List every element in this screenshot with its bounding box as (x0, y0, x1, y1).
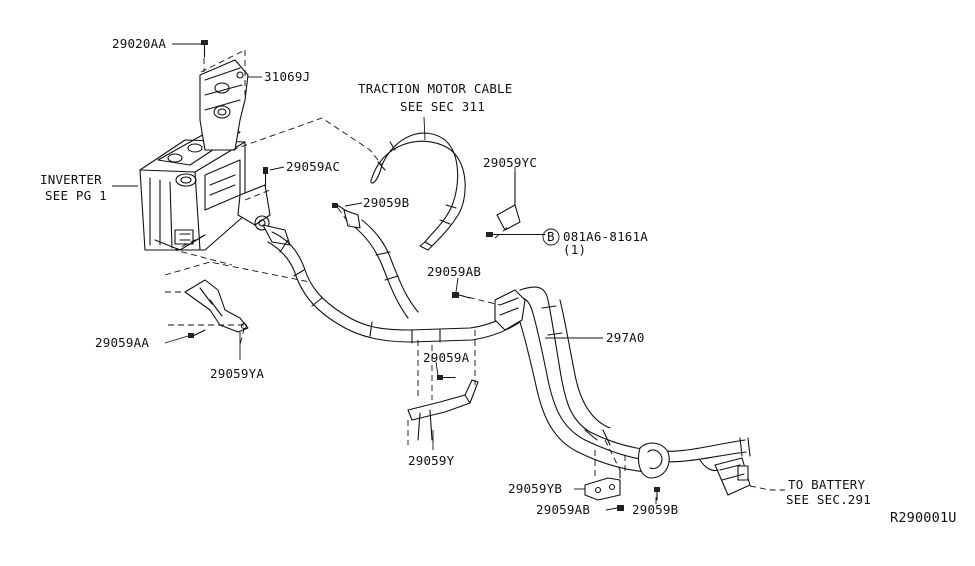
label-31069j: 31069J (264, 69, 310, 84)
bolt-29059b-bottom (654, 487, 660, 501)
label-29059y: 29059Y (408, 453, 455, 468)
bolt-29059b-top (332, 203, 361, 229)
label-inverter: INVERTER (40, 172, 102, 187)
label-29059ac: 29059AC (286, 159, 340, 174)
bracket-29059yb (584, 469, 621, 501)
label-to-battery-ref: SEE SEC.291 (786, 492, 871, 507)
label-29059ab-top: 29059AB (427, 264, 481, 279)
bolt-29059ab-top (452, 292, 471, 299)
label-bolt-qty: (1) (563, 242, 586, 257)
bracket-29059y (407, 375, 479, 441)
bracket-29059yc (486, 171, 546, 237)
bracket-29059ya (184, 279, 249, 338)
label-traction-motor-cable: TRACTION MOTOR CABLE (358, 81, 513, 96)
traction-motor-cable (370, 132, 466, 251)
label-bolt-symbol: B (547, 229, 555, 244)
label-297a0: 297A0 (606, 330, 645, 345)
label-29059b-top: 29059B (363, 195, 409, 210)
bolt-29020aa (201, 40, 208, 58)
nut-29059ab-bottom (617, 505, 624, 511)
label-inverter-ref: SEE PG 1 (45, 188, 107, 203)
label-traction-motor-cable-ref: SEE SEC 311 (400, 99, 485, 114)
label-29059aa: 29059AA (95, 335, 149, 350)
diagram-code: R290001U (890, 510, 957, 526)
cover-31069j (199, 59, 249, 151)
label-to-battery: TO BATTERY (788, 477, 866, 492)
connector-bracket-29059ac (237, 167, 291, 246)
assembly-dashed-lines (164, 117, 785, 491)
label-29059yb: 29059YB (508, 481, 562, 496)
label-bolt-part: 081A6-8161A (563, 229, 648, 244)
labels: 29020AA 31069J INVERTER SEE PG 1 29059AC… (40, 36, 957, 526)
label-29059ab-bottom: 29059AB (536, 502, 590, 517)
main-harness-cable (267, 219, 751, 496)
leader-lines (112, 43, 657, 511)
label-29059yc: 29059YC (483, 155, 537, 170)
label-29059b-bottom: 29059B (632, 502, 678, 517)
label-29059a: 29059A (423, 350, 470, 365)
label-29059ya: 29059YA (210, 366, 264, 381)
label-29020aa: 29020AA (112, 36, 166, 51)
